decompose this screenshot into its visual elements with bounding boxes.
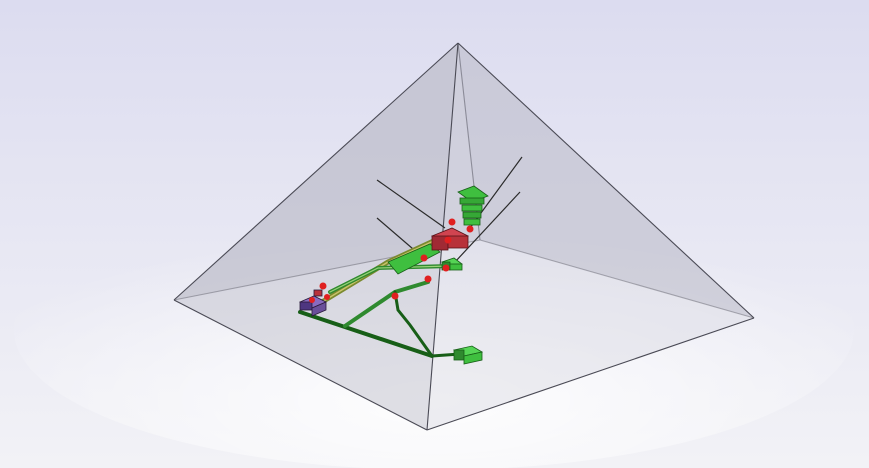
pyramid-face-left	[174, 43, 458, 430]
edge-base-left-front	[173, 299, 428, 431]
edge-apex-right	[457, 42, 755, 319]
gallery-ramp	[387, 243, 441, 275]
chambers	[299, 185, 489, 365]
relieving-chambers	[457, 185, 489, 226]
shaft-upper-north	[376, 179, 446, 229]
marker	[424, 275, 432, 283]
pyramid-face-right	[427, 43, 754, 430]
edge-base-front-right	[426, 317, 755, 431]
subterranean-chamber	[452, 345, 484, 365]
marker	[466, 225, 474, 233]
pyramid	[173, 42, 755, 431]
marker	[324, 294, 330, 300]
passages	[298, 235, 462, 358]
pyramid-face-back-left	[174, 43, 480, 300]
marker	[309, 297, 315, 303]
marker	[391, 292, 399, 300]
edge-base-back-right	[479, 239, 755, 319]
marker	[319, 282, 327, 290]
marker	[420, 254, 428, 262]
marker	[448, 218, 456, 226]
markers	[309, 218, 474, 303]
marker	[442, 264, 450, 272]
descending-passage	[298, 310, 434, 358]
edge-apex-left	[173, 42, 459, 301]
horizontal-passage-inner	[329, 265, 451, 293]
shaft-lower-south	[454, 191, 521, 263]
well-shaft	[393, 290, 434, 358]
marker	[444, 236, 452, 244]
